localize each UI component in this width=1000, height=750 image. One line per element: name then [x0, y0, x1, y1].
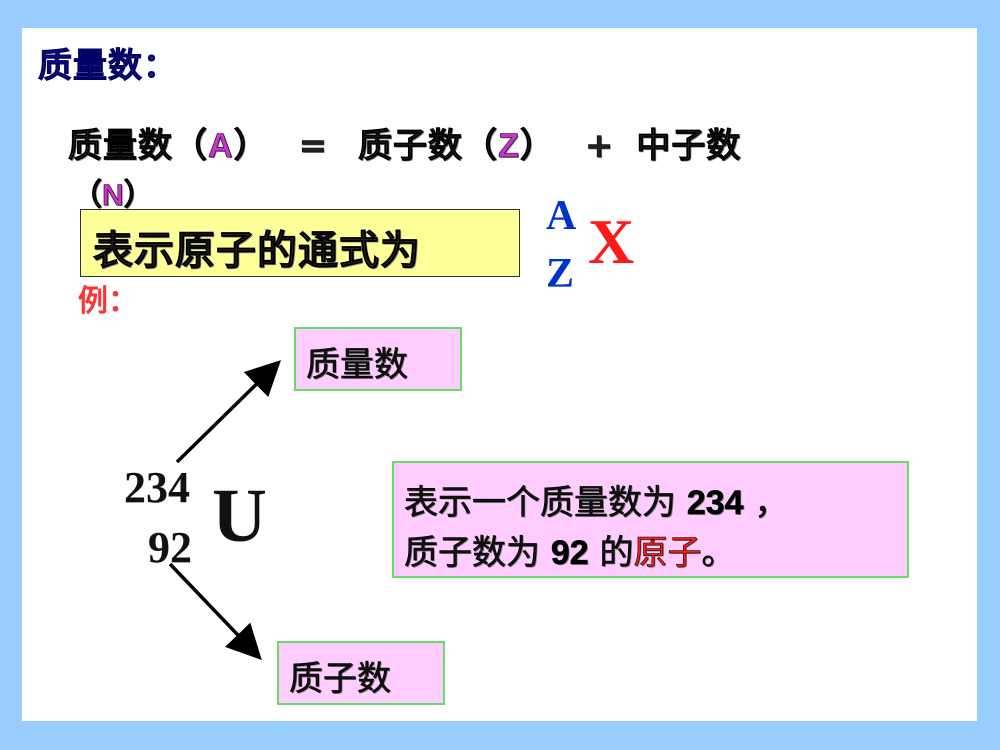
general-mass-symbol: A — [546, 193, 577, 239]
uranium-symbol: U — [212, 474, 267, 558]
desc-period: 。 — [701, 533, 736, 574]
desc-comma: ， — [743, 483, 789, 524]
desc-text: 表示一个质量数为 — [404, 483, 687, 524]
mass-number-formula: 质量数（A）=质子数（Z）+中子数 — [68, 118, 741, 167]
uranium-proton-number: 92 — [148, 523, 192, 572]
equals-sign: = — [298, 126, 329, 167]
desc-mass-number: 234 — [686, 484, 744, 523]
uranium-mass-number: 234 — [124, 463, 190, 512]
desc-atom-highlight: 原子 — [633, 533, 702, 574]
desc-text: 的 — [588, 533, 634, 574]
arrow-to-mass-number-icon — [175, 360, 281, 464]
general-proton-symbol: Z — [546, 251, 575, 297]
neutron-var: N — [102, 179, 124, 213]
example-label: 例： — [78, 284, 138, 319]
slide-panel — [22, 28, 977, 721]
general-element-symbol: X — [588, 206, 635, 277]
description-line-2: 质子数为 92 的原子。 — [404, 525, 736, 574]
proton-number-label: 质子数（ — [358, 126, 499, 167]
desc-text: 质子数为 — [404, 533, 551, 574]
desc-proton-number: 92 — [550, 534, 589, 573]
description-line-1: 表示一个质量数为 234 ， — [404, 475, 789, 524]
general-formula-box: 表示原子的通式为 — [80, 209, 520, 277]
close-paren: ） — [233, 126, 269, 167]
mass-number-var: A — [208, 127, 234, 166]
proton-number-box-label: 质子数 — [289, 659, 392, 700]
open-paren: （ — [72, 178, 103, 214]
neutron-var-line: （N） — [72, 170, 154, 214]
general-formula-label: 表示原子的通式为 — [93, 228, 421, 275]
close-paren: ） — [123, 178, 154, 214]
mass-number-box-label: 质量数 — [306, 345, 409, 386]
mass-number-label: 质量数（ — [68, 126, 208, 167]
proton-number-box: 质子数 — [277, 641, 445, 705]
mass-number-box: 质量数 — [294, 327, 462, 391]
close-paren: ） — [519, 126, 555, 167]
plus-sign: + — [584, 126, 615, 167]
description-box: 表示一个质量数为 234 ， 质子数为 92 的原子。 — [392, 461, 909, 578]
arrow-to-proton-number-icon — [168, 562, 262, 661]
slide-title: 质量数： — [38, 46, 178, 87]
neutron-number-label: 中子数 — [636, 126, 742, 167]
proton-number-var: Z — [498, 127, 520, 166]
